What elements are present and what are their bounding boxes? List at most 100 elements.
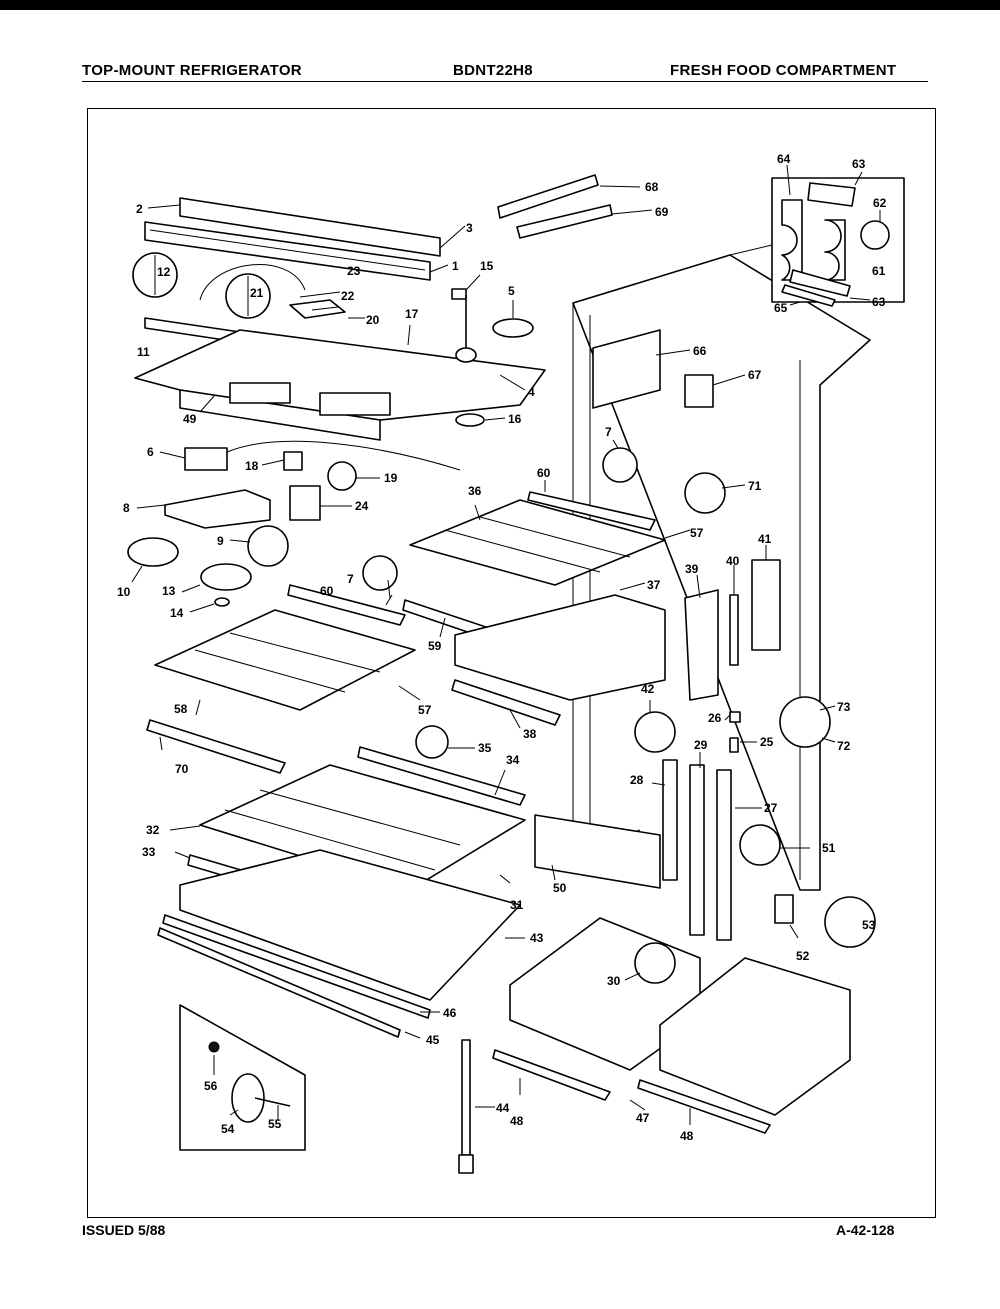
detail-circle-9 [247,525,289,567]
part-43-cover [179,849,521,1001]
callout-12: 12 [157,265,171,279]
part-15-shaft [451,288,477,363]
scan-edge-bar [0,0,1000,10]
part-5-diffuser [492,318,534,338]
callout-41: 41 [758,532,772,546]
part-48-trim-right [637,1079,771,1134]
callout-5: 5 [508,284,515,298]
callout-52: 52 [796,949,810,963]
callout-8: 8 [123,501,130,515]
detail-circle-73-72 [779,696,831,748]
callout-3: 3 [466,221,473,235]
callout-72: 72 [837,739,851,753]
callout-68: 68 [645,180,659,194]
callout-27: 27 [764,801,778,815]
callout-11: 11 [137,345,150,359]
detail-circle-53 [824,896,876,948]
part-25-screw [729,737,739,753]
callout-73: 73 [837,700,851,714]
part-60-trim-lower [287,584,406,626]
callout-37: 37 [647,578,661,592]
callout-62: 62 [873,196,887,210]
callout-25: 25 [760,735,774,749]
part-68-rail [497,174,599,219]
detail-circle-71 [684,472,726,514]
callout-70: 70 [175,762,189,776]
callout-15: 15 [480,259,494,273]
part-38-trim [451,679,561,726]
callout-53: 53 [862,918,876,932]
part-36-shelf [409,499,666,586]
part-16-knob [455,413,485,427]
header-rule [82,81,928,82]
part-27-support [716,769,732,941]
callout-48-left: 48 [510,1114,524,1128]
part-66-plate [592,329,661,409]
callout-36: 36 [468,484,482,498]
part-45-trim [157,927,401,1038]
part-8-housing [164,489,271,529]
part-10-dial [127,537,179,567]
callout-17: 17 [405,307,419,321]
callout-59: 59 [428,639,442,653]
part-34-trim [357,746,526,806]
callout-71: 71 [748,479,762,493]
callout-57-lower: 57 [418,703,432,717]
callout-60-upper: 60 [537,466,551,480]
detail-circle-30 [634,942,676,984]
issue-date: ISSUED 5/88 [82,1222,166,1238]
detail-circle-7-mid [362,555,398,591]
callout-1: 1 [452,259,459,273]
part-24-relay [289,485,321,521]
callout-24: 24 [355,499,369,513]
part-47-crisper-right [659,957,851,1116]
callout-20: 20 [366,313,380,327]
callout-55: 55 [268,1117,282,1131]
part-29-support [689,764,705,936]
callout-56: 56 [204,1079,218,1093]
part-63-cover [807,182,856,207]
callout-45: 45 [426,1033,440,1047]
part-48-trim-left [492,1049,611,1101]
callout-39: 39 [685,562,699,576]
part-28-support [662,759,678,881]
callout-2: 2 [136,202,143,216]
callout-50: 50 [553,881,567,895]
callout-14: 14 [170,606,184,620]
part-13-dial [200,563,252,591]
callout-4: 4 [528,385,535,399]
part-46-trim [162,914,431,1019]
callout-64: 64 [777,152,791,166]
part-2-3-front-trim [144,197,441,281]
callout-47: 47 [636,1111,650,1125]
callout-19: 19 [384,471,398,485]
callout-33: 33 [142,845,156,859]
part-14-washer [214,597,230,607]
page-code: A-42-128 [836,1222,895,1238]
part-65-trim [781,284,836,307]
wire-23 [199,264,306,301]
callout-69: 69 [655,205,669,219]
callout-16: 16 [508,412,522,426]
callout-61: 61 [872,264,886,278]
part-70-trim [146,719,286,774]
part-69-rail [516,204,613,239]
callout-29: 29 [694,738,708,752]
part-4-control-housing [134,329,546,441]
part-50-grille [534,814,661,889]
callout-34: 34 [506,753,520,767]
callout-42: 42 [641,682,655,696]
callout-51: 51 [822,841,836,855]
detail-circle-7-top [602,447,638,483]
callout-26: 26 [708,711,722,725]
callout-60-lower: 60 [320,584,334,598]
callout-10: 10 [117,585,131,599]
part-26-clip [729,711,741,723]
callout-30: 30 [607,974,621,988]
callout-7-mid: 7 [347,572,354,586]
callout-18: 18 [245,459,259,473]
callout-66: 66 [693,344,707,358]
callout-48-right: 48 [680,1129,694,1143]
part-61-hinge [824,219,846,281]
part-52-bracket [774,894,794,924]
